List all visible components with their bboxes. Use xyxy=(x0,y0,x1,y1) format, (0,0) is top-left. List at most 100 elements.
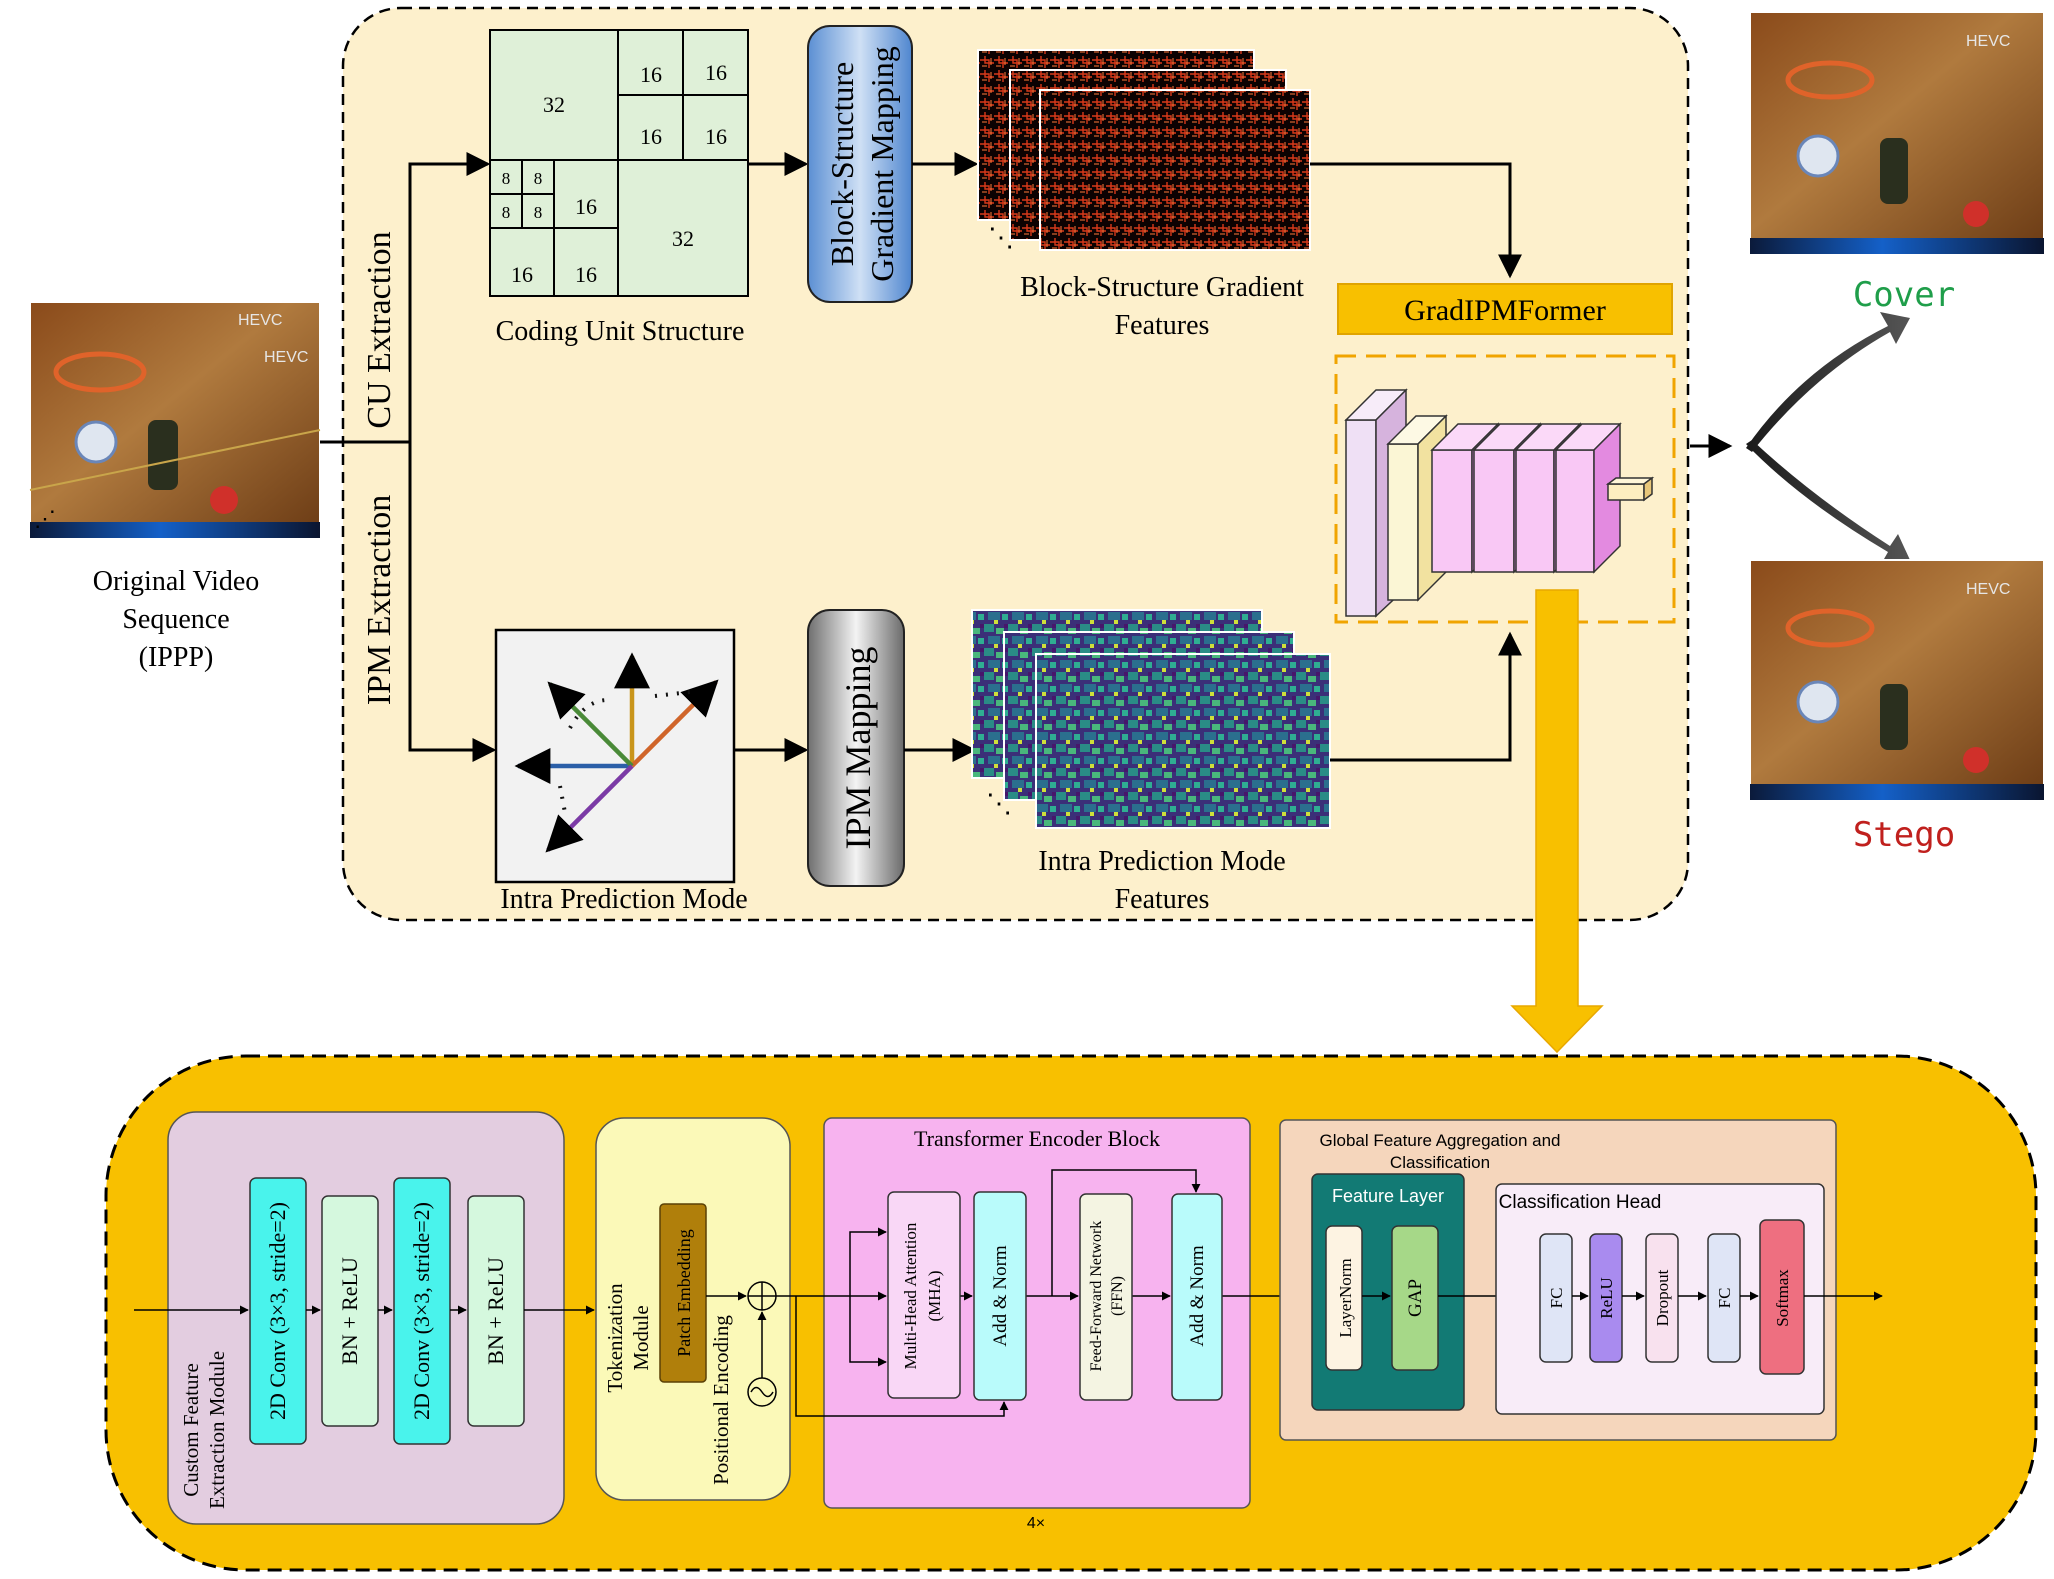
coding-unit-structure xyxy=(489,29,749,297)
positional-wave-icon xyxy=(747,1377,777,1407)
positional-encoding-label: Positional Encoding xyxy=(709,1315,733,1485)
cu-block-16f: 16 xyxy=(511,262,533,287)
fc2-label: FC xyxy=(1715,1288,1734,1309)
patch-embedding-label: Patch Embedding xyxy=(674,1229,694,1356)
more-maps-dots: ⋱ xyxy=(988,223,1014,252)
more-ipm-maps-dots: ⋱ xyxy=(986,789,1012,818)
block-mapping-line1: Block-Structure xyxy=(824,62,860,266)
block-mapping-line2: Gradient Mapping xyxy=(864,46,900,282)
cu-block-labels: 32 16 16 16 16 8 8 8 8 16 16 16 32 xyxy=(502,60,727,287)
softmax-block xyxy=(1759,1219,1805,1375)
dropout-label: Dropout xyxy=(1653,1269,1672,1326)
model-dashed-frame xyxy=(1334,354,1676,624)
classification-head-title: Classification Head xyxy=(1499,1192,1662,1213)
bn1-label: BN + ReLU xyxy=(337,1257,362,1365)
cu-block-16a: 16 xyxy=(640,62,662,87)
input-label-line3: (IPPP) xyxy=(139,642,214,673)
gradient-features-line2: Features xyxy=(1115,310,1210,341)
more-frames-dots: ⋰ xyxy=(34,506,56,531)
conv2-block xyxy=(393,1177,451,1445)
tokenization-title-line1: Tokenization xyxy=(603,1283,627,1393)
repeat-count: 4× xyxy=(1027,1515,1045,1532)
add-circle xyxy=(747,1281,777,1311)
gradient-feature-maps: ⋱ xyxy=(977,49,1311,252)
cu-block-16g: 16 xyxy=(575,262,597,287)
cu-block-16d: 16 xyxy=(705,124,727,149)
cu-block-8d: 8 xyxy=(534,203,543,222)
relu-block xyxy=(1589,1233,1623,1363)
original-video-frames: HEVC HEVC ⋰ xyxy=(29,301,321,539)
relu-label: ReLU xyxy=(1597,1277,1616,1319)
cu-extraction-label: CU Extraction xyxy=(361,231,398,428)
addnorm1-block xyxy=(973,1191,1027,1401)
cover-label: Cover xyxy=(1853,275,1955,315)
fc2-block xyxy=(1707,1233,1741,1363)
cu-block-8c: 8 xyxy=(502,203,511,222)
layernorm-block xyxy=(1325,1225,1363,1371)
cu-block-32b: 32 xyxy=(672,226,694,251)
feature-layer-title: Feature Layer xyxy=(1332,1186,1444,1206)
input-label-line2: Sequence xyxy=(122,604,229,635)
input-label-line1: Original Video xyxy=(93,566,260,597)
branch-connectors xyxy=(320,152,497,762)
ipm-feature-maps: ⋱ xyxy=(971,609,1331,829)
softmax-label: Softmax xyxy=(1773,1269,1792,1327)
mha-block xyxy=(887,1191,961,1399)
expand-arrow xyxy=(1510,589,1604,1054)
arrow-ipm-to-model xyxy=(1330,631,1522,762)
arrow-to-stego xyxy=(1746,440,1910,566)
cu-block-16b: 16 xyxy=(705,60,727,85)
model-name: GradIPMFormer xyxy=(1404,294,1606,327)
conv1-block xyxy=(249,1177,307,1445)
cover-frames: HEVC xyxy=(1749,11,2045,255)
ffn-block xyxy=(1079,1193,1133,1401)
ipm-features-line1: Intra Prediction Mode xyxy=(1038,846,1285,877)
cu-block-16e: 16 xyxy=(575,194,597,219)
ipm-mapping-label: IPM Mapping xyxy=(838,646,878,849)
cover-watermark: HEVC xyxy=(1966,33,2010,50)
mha-label-line2: (MHA) xyxy=(925,1271,944,1322)
arrow-gradient-to-model xyxy=(1310,162,1522,279)
ipm-direction-arrows xyxy=(514,652,719,853)
ffn-label-line2: (FFN) xyxy=(1109,1276,1126,1316)
ipm-extraction-label: IPM Extraction xyxy=(361,495,398,706)
conv2-label: 2D Conv (3×3, stride=2) xyxy=(409,1202,434,1420)
bn2-block xyxy=(467,1195,525,1427)
patch-embedding-block xyxy=(659,1203,707,1383)
gap-label: GAP xyxy=(1405,1279,1426,1317)
fc1-block xyxy=(1539,1233,1573,1363)
stego-watermark: HEVC xyxy=(1966,581,2010,598)
tokenization-title-line2: Module xyxy=(629,1305,653,1370)
conv1-label: 2D Conv (3×3, stride=2) xyxy=(265,1202,290,1420)
cu-structure-caption: Coding Unit Structure xyxy=(496,316,745,347)
ffn-label-line1: Feed-Forward Network xyxy=(1088,1221,1105,1372)
model-layers-illustration xyxy=(1344,388,1655,618)
bn2-label: BN + ReLU xyxy=(483,1257,508,1365)
stego-label: Stego xyxy=(1853,815,1955,855)
custom-module-title-line1: Custom Feature xyxy=(179,1363,203,1497)
hevc-watermark-2: HEVC xyxy=(264,349,308,366)
fc1-label: FC xyxy=(1547,1288,1566,1309)
intra-prediction-mode-box xyxy=(494,628,736,884)
transformer-title: Transformer Encoder Block xyxy=(914,1126,1160,1151)
aggregation-title-line2: Classification xyxy=(1390,1153,1490,1172)
cu-block-16c: 16 xyxy=(640,124,662,149)
ipm-caption: Intra Prediction Mode xyxy=(500,884,747,915)
cu-block-8a: 8 xyxy=(502,169,511,188)
hevc-watermark: HEVC xyxy=(238,312,282,329)
ipm-mapping-box xyxy=(807,609,905,887)
addnorm1-label: Add & Norm xyxy=(990,1245,1011,1347)
mha-label-line1: Multi-Head Attention xyxy=(901,1222,920,1369)
model-title-bar xyxy=(1337,283,1673,335)
addnorm2-label: Add & Norm xyxy=(1187,1245,1208,1347)
layernorm-label: LayerNorm xyxy=(1336,1258,1355,1337)
gradient-features-line1: Block-Structure Gradient xyxy=(1020,272,1304,303)
cu-block-8b: 8 xyxy=(534,169,543,188)
ipm-features-line2: Features xyxy=(1115,884,1210,915)
addnorm2-block xyxy=(1171,1193,1223,1401)
gap-block xyxy=(1391,1225,1439,1371)
arrow-to-cover xyxy=(1746,312,1910,452)
aggregation-title-line1: Global Feature Aggregation and xyxy=(1319,1131,1560,1150)
